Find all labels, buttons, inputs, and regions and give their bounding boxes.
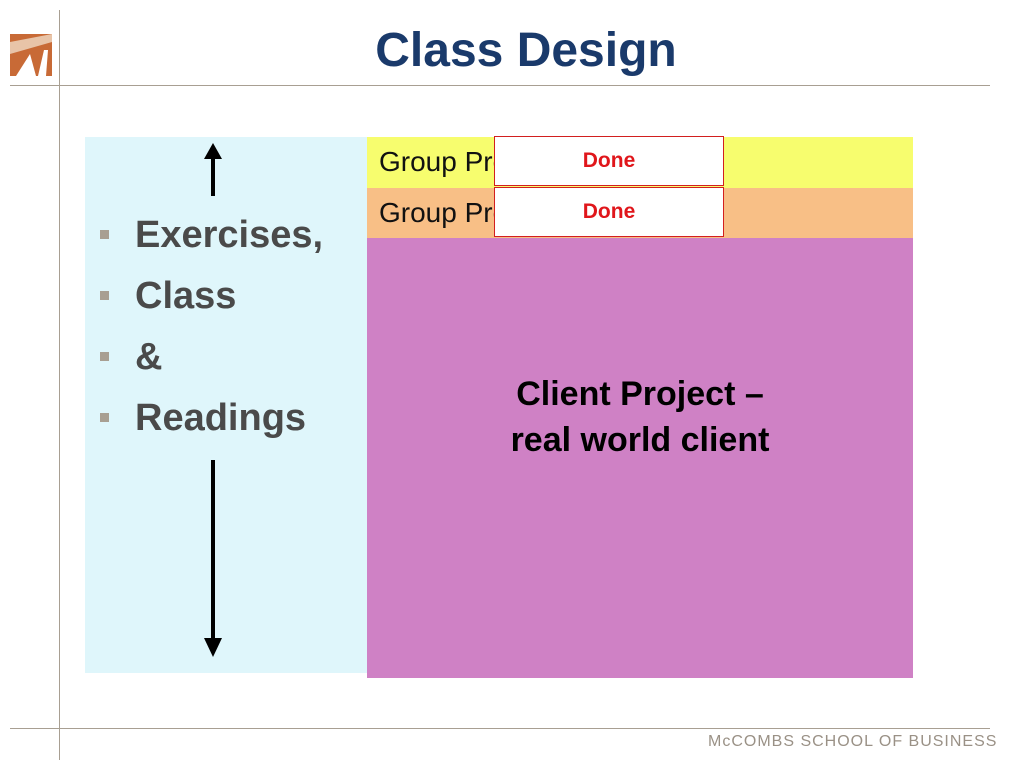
list-item: Exercises, xyxy=(98,205,323,266)
square-bullet-icon xyxy=(100,352,109,361)
square-bullet-icon xyxy=(100,291,109,300)
done-stamp: Done xyxy=(494,136,724,186)
list-item: Readings xyxy=(98,388,323,449)
coursework-list: Exercises, Class & Readings xyxy=(98,205,323,449)
up-arrow-icon xyxy=(204,143,222,196)
slide-title: Class Design xyxy=(375,24,677,77)
mccombs-logo-icon xyxy=(10,34,52,76)
header-rule xyxy=(10,85,990,86)
bullet-text: Readings xyxy=(135,397,307,439)
client-project-line-2: real world client xyxy=(510,421,770,459)
bullet-text: Class xyxy=(135,275,237,317)
list-item: Class xyxy=(98,266,323,327)
done-stamp: Done xyxy=(494,187,724,237)
bullet-text: Exercises, xyxy=(135,214,324,256)
coursework-panel xyxy=(85,137,367,673)
client-project-line-1: Client Project – xyxy=(516,375,764,413)
client-project-label: Client Project – real world client xyxy=(367,371,913,463)
footer-rule xyxy=(10,728,990,729)
down-arrow-icon xyxy=(204,460,222,657)
square-bullet-icon xyxy=(100,230,109,239)
footer-brand: McCOMBS SCHOOL OF BUSINESS xyxy=(708,733,998,750)
square-bullet-icon xyxy=(100,413,109,422)
vertical-rule xyxy=(59,10,60,760)
list-item: & xyxy=(98,327,323,388)
client-project-panel: Client Project – real world client xyxy=(367,238,913,678)
bullet-text: & xyxy=(135,336,163,378)
